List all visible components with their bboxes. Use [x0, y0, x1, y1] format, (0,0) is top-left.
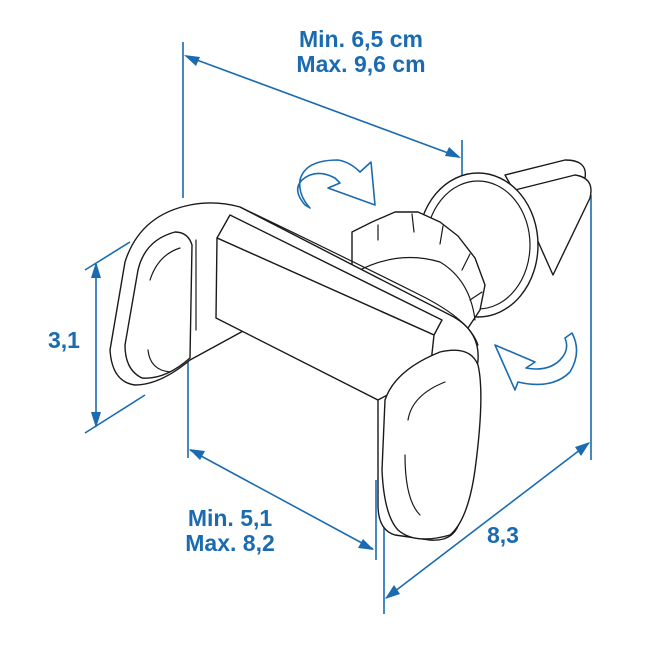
rotate-arrow-upper-icon — [296, 159, 376, 209]
clamp-width-label: Min. 5,1 Max. 8,2 — [176, 506, 284, 556]
clamp-width-min: Min. 5,1 — [187, 505, 273, 531]
height-label: 3,1 — [48, 327, 80, 353]
top-width-label: Min. 6,5 cm Max. 9,6 cm — [276, 27, 446, 77]
dimension-lines — [84, 42, 592, 614]
top-width-min: Min. 6,5 cm — [299, 26, 423, 52]
clamp-width-max: Max. 8,2 — [185, 529, 275, 556]
rotate-arrow-lower-icon — [494, 332, 578, 391]
depth-label: 8,3 — [487, 522, 519, 548]
top-width-max: Max. 9,6 cm — [296, 50, 426, 77]
holder-body — [109, 202, 482, 541]
